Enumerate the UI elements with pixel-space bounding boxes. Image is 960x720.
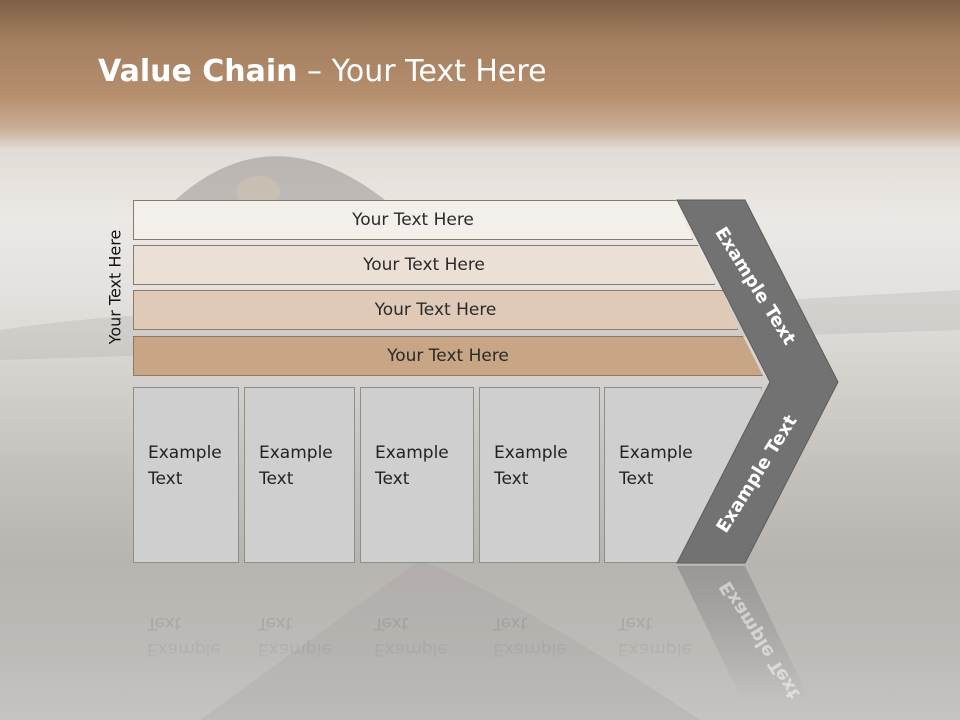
box-4-line1: Example [494, 443, 568, 463]
box-5-line2: Text [619, 469, 654, 489]
box-4-line2: Text [494, 469, 529, 489]
box-3: Example Text [360, 387, 474, 563]
page-title: Value Chain – Your Text Here [98, 54, 547, 89]
band-2: Your Text Here [133, 245, 715, 285]
band-1: Your Text Here [133, 200, 693, 240]
box-2: Example Text [244, 387, 355, 563]
box-3-line1: Example [375, 443, 449, 463]
box-1: Example Text [133, 387, 239, 563]
box-5-line1: Example [619, 443, 693, 463]
chevron-shape [676, 199, 839, 564]
box-4: Example Text [479, 387, 600, 563]
box-2-line2: Text [259, 469, 294, 489]
box-1-line2: Text [148, 469, 183, 489]
title-bold: Value Chain [98, 54, 298, 89]
band-3: Your Text Here [133, 290, 738, 330]
title-rest: – Your Text Here [297, 54, 547, 89]
box-3-line2: Text [375, 469, 410, 489]
box-2-line1: Example [259, 443, 333, 463]
box-1-line1: Example [148, 443, 222, 463]
band-4: Your Text Here [133, 336, 763, 376]
chevron-reflection [677, 566, 810, 700]
